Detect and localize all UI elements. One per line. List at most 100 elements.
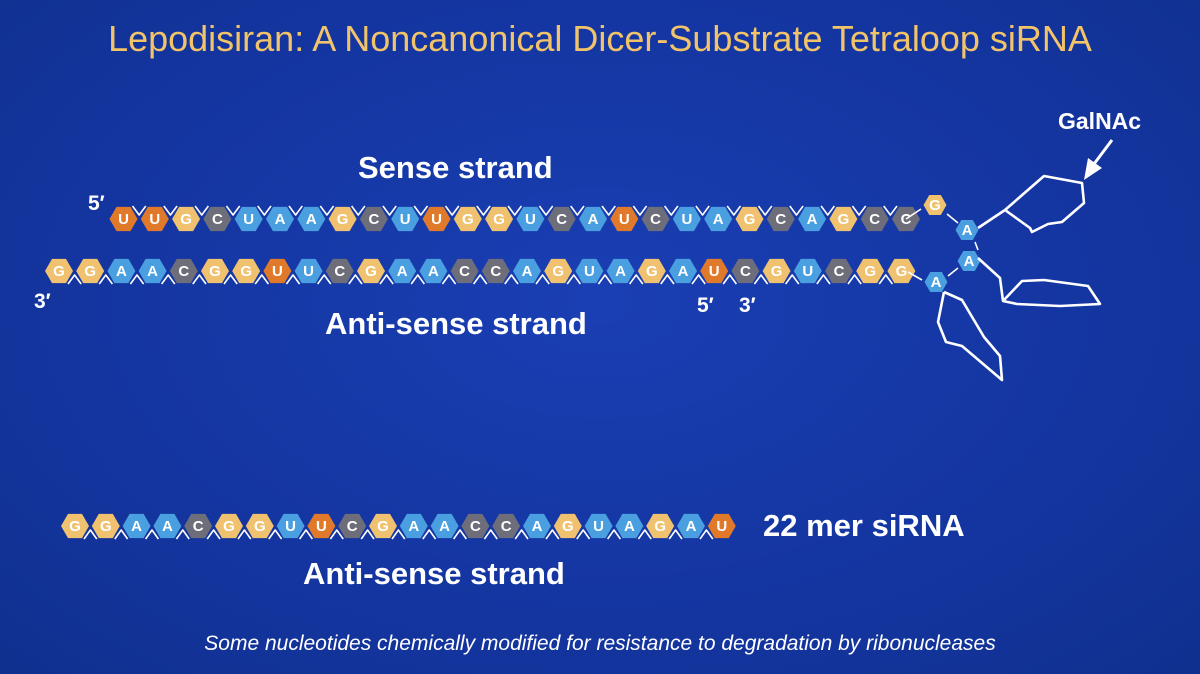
sense-base-19: U [672,206,701,232]
sense-base-12-letter: G [462,211,474,228]
antisense-base-6-hexagon [201,258,229,284]
antisense-base-9-letter: U [303,263,314,280]
sense-base-25: C [860,206,889,232]
antisense-base-17-letter: G [552,263,564,280]
sense-base-10-letter: U [400,211,411,228]
antisense-base-16-hexagon [513,258,541,284]
sirna-base-3-hexagon [122,513,151,539]
sense-base-16: A [579,206,607,232]
sense-base-14-hexagon [516,206,545,232]
sense-base-13-letter: G [493,211,505,228]
antisense-base-24: G [762,258,791,284]
antisense-base-8-letter: U [272,263,283,280]
sirna-base-5-letter: C [193,518,204,535]
sense-base-26-letter: C [901,211,912,228]
loop-base-3-letter: A [964,253,975,270]
sense-backbone [131,205,898,216]
sense-base-1-letter: U [118,211,129,228]
sense-base-3: G [172,206,201,232]
antisense-base-26-hexagon [825,258,853,284]
sirna-base-11-letter: G [377,518,389,535]
antisense-base-20: G [637,258,666,284]
sirna-base-21-hexagon [677,513,705,539]
sirna-base-12: A [399,513,428,539]
sense-base-1-hexagon [109,206,138,232]
sirna-backbone [83,529,714,540]
loop-connectors [905,208,979,281]
sirna-base-22-letter: U [716,518,727,535]
sense-base-22-letter: C [775,211,786,228]
sense-base-9: C [359,206,388,232]
sense-base-25-letter: C [869,211,880,228]
sirna-base-9-letter: U [316,518,327,535]
sirna-base-19-letter: A [624,518,635,535]
antisense-base-26-letter: C [834,263,845,280]
sirna-base-21: A [677,513,705,539]
loop-base-2-letter: A [962,222,973,239]
antisense-base-24-hexagon [762,258,791,284]
antisense-base-2-letter: G [84,263,96,280]
loop-base-1-hexagon [923,195,947,215]
sirna-base-13-letter: A [439,518,450,535]
sirna-base-1-letter: G [69,518,81,535]
sirna-base-6: G [215,513,243,539]
antisense-base-10: C [325,258,354,284]
sirna-base-3: A [122,513,151,539]
sense-base-13-hexagon [485,206,514,232]
antisense-strand-label-bottom: Anti-sense strand [303,556,565,591]
sense-base-12-hexagon [453,206,482,232]
antisense-base-13: A [419,258,448,284]
antisense-base-19: A [606,258,635,284]
antisense-base-11: G [357,258,385,284]
sense-base-18-hexagon [641,206,670,232]
sirna-base-12-hexagon [399,513,428,539]
sirna-base-7-letter: G [254,518,266,535]
antisense-base-11-hexagon [357,258,385,284]
antisense-base-8: U [263,258,292,284]
sirna-base-17: G [553,513,582,539]
sirna-base-2-hexagon [91,513,120,539]
antisense-base-20-hexagon [637,258,666,284]
antisense-base-26: C [825,258,853,284]
antisense-base-10-letter: C [334,263,345,280]
antisense-base-5-hexagon [169,258,198,284]
sirna-base-11: G [369,513,397,539]
sense-base-10-hexagon [391,206,420,232]
sense-base-15: C [547,206,576,232]
sense-base-6-hexagon [266,206,294,232]
sirna-base-15: C [492,513,521,539]
sense-base-24-letter: G [838,211,850,228]
antisense-base-5: C [169,258,198,284]
sirna-base-8-letter: U [285,518,296,535]
sirna-base-17-hexagon [553,513,582,539]
sense-base-13: G [485,206,514,232]
sense-base-5-hexagon [234,206,263,232]
sirna-base-18-hexagon [584,513,613,539]
antisense-base-25-hexagon [793,258,822,284]
antisense-base-18-letter: U [584,263,595,280]
antisense-base-23-letter: C [740,263,751,280]
antisense-base-28-hexagon [887,258,916,284]
antisense-base-5-letter: C [178,263,189,280]
sirna-base-2-letter: G [100,518,112,535]
sense-base-21-letter: G [744,211,756,228]
antisense-base-4: A [138,258,167,284]
antisense-base-2: G [76,258,105,284]
sirna-base-18: U [584,513,613,539]
sirna-base-3-letter: A [131,518,142,535]
sense-base-20-hexagon [704,206,733,232]
sirna-base-16: A [523,513,551,539]
sirna-base-8: U [276,513,305,539]
antisense-base-9: U [294,258,323,284]
sense-base-21: G [735,206,764,232]
antisense-base-16-letter: A [522,263,533,280]
antisense-base-3: A [107,258,136,284]
sirna-base-8-hexagon [276,513,305,539]
antisense-base-21-hexagon [669,258,697,284]
sense-base-15-hexagon [547,206,576,232]
loop-base-1: G [923,195,947,215]
sense-base-16-hexagon [579,206,607,232]
sense-base-2: U [140,206,169,232]
sirna-base-5: C [184,513,213,539]
